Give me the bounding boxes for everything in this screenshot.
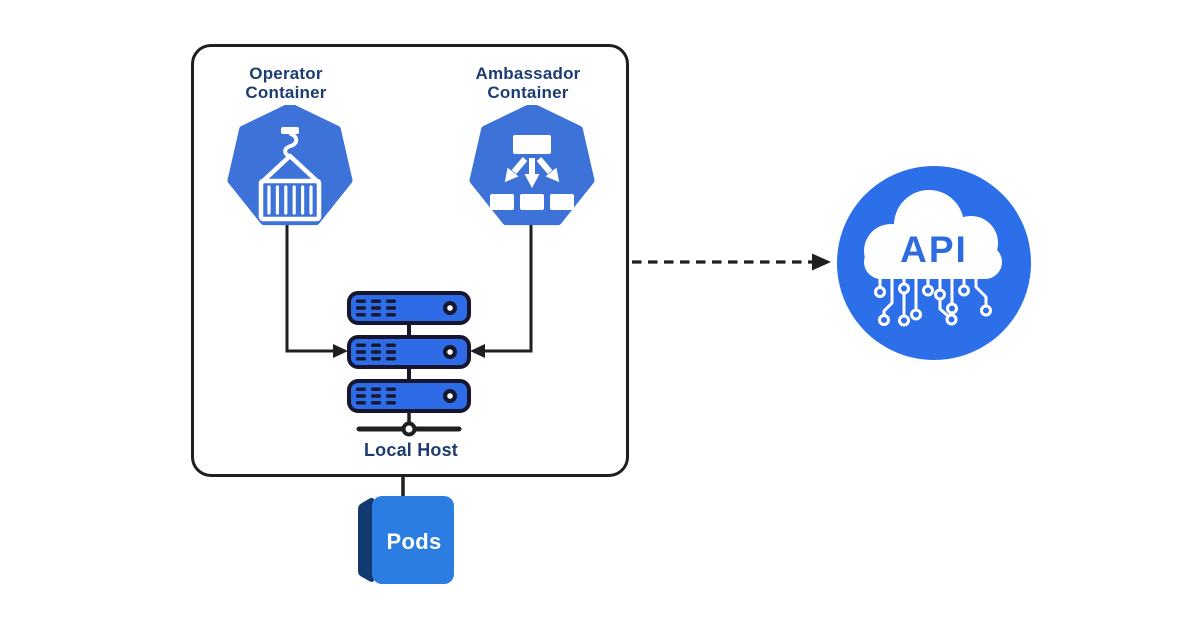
operator-container-label: Operator Container xyxy=(196,64,376,102)
server-unit xyxy=(347,291,471,325)
dashed-arrow-to-api xyxy=(632,253,831,271)
server-unit xyxy=(347,379,471,413)
local-host-label: Local Host xyxy=(363,440,458,460)
pod-boundary-box xyxy=(191,44,629,477)
circuit-nodes xyxy=(874,282,992,327)
cube-side-face xyxy=(358,497,374,582)
operator-to-server-arrow xyxy=(285,220,348,358)
pods-cube-icon xyxy=(358,496,454,584)
operator-label-line2: Container xyxy=(245,83,327,102)
cloud-shape xyxy=(864,190,1002,279)
heptagon-shape xyxy=(227,105,353,226)
operator-label-line1: Operator xyxy=(249,64,323,83)
cloud-api-circuit-icon xyxy=(837,166,1031,360)
distribution-glyph xyxy=(490,135,574,210)
operator-container-icon xyxy=(227,105,353,226)
ambassador-container-icon xyxy=(469,105,595,226)
ambassador-label-line1: Ambassador xyxy=(475,64,581,83)
ambassador-to-server-arrow xyxy=(470,220,533,358)
crane-container-glyph xyxy=(258,127,322,222)
server-stack-icon xyxy=(347,291,471,413)
cube-front-face xyxy=(372,496,454,584)
pods-label: Pods xyxy=(386,529,442,554)
ambassador-container-label: Ambassador Container xyxy=(438,64,618,102)
api-label: API xyxy=(900,229,968,270)
server-unit xyxy=(347,335,471,369)
ambassador-label-line2: Container xyxy=(487,83,569,102)
local-host-ground-icon xyxy=(356,411,462,437)
